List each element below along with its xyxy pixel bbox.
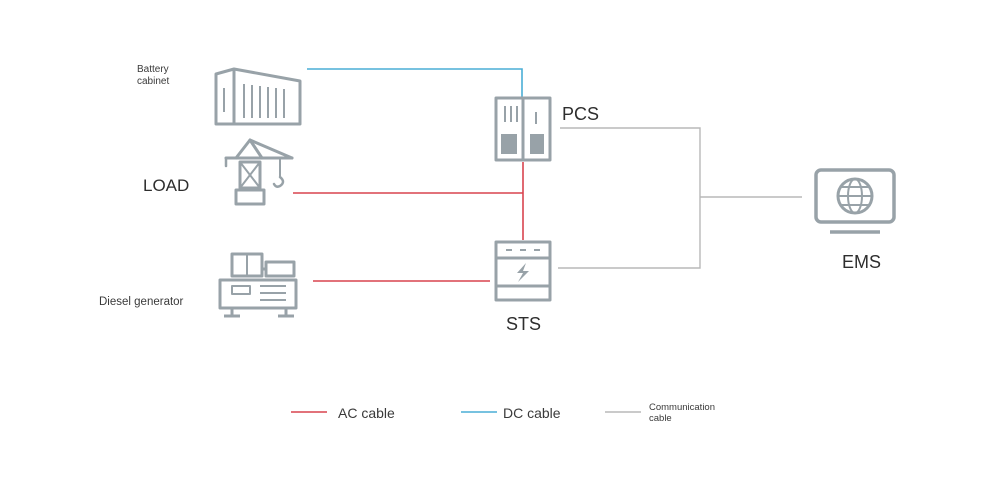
legend-comm-label-line2: cable bbox=[649, 413, 672, 424]
pcs-label: PCS bbox=[562, 104, 600, 124]
legend-dc-label: DC cable bbox=[503, 405, 561, 421]
battery-cabinet-label-line1: Battery bbox=[137, 64, 169, 75]
communication-cable-lines bbox=[558, 127, 802, 269]
generator-icon bbox=[218, 252, 298, 318]
dc-cable-line bbox=[307, 68, 523, 98]
legend-ac-label: AC cable bbox=[338, 405, 395, 421]
load-label: LOAD bbox=[143, 176, 190, 195]
crane-icon bbox=[224, 138, 294, 206]
monitor-globe-icon bbox=[814, 168, 896, 234]
battery-cabinet-label: Battery cabinet bbox=[137, 64, 169, 88]
sts-switch-icon bbox=[494, 240, 552, 302]
pcs-cabinet-icon bbox=[494, 96, 552, 162]
legend-comm-label-line1: Communication bbox=[649, 402, 715, 413]
ems-label: EMS bbox=[842, 252, 882, 272]
ac-cable-lines bbox=[293, 162, 524, 282]
diesel-generator-label: Diesel generator bbox=[99, 296, 184, 308]
container-icon bbox=[214, 67, 302, 126]
legend-comm-label: Communication cable bbox=[649, 402, 715, 424]
battery-cabinet-label-line2: cabinet bbox=[137, 76, 170, 87]
sts-label: STS bbox=[506, 314, 542, 334]
